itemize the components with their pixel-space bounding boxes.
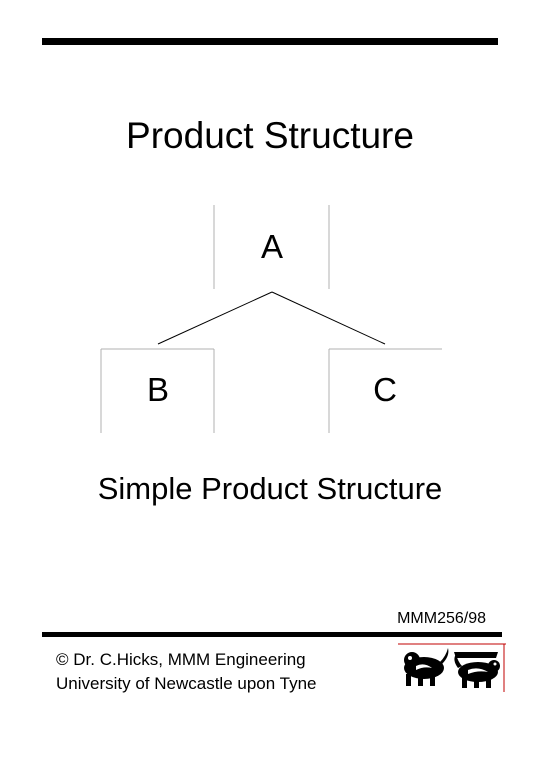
node-c-label: C [373, 371, 397, 408]
diagram-lines [100, 205, 442, 433]
university-name: University of Newcastle upon Tyne [56, 674, 317, 693]
diagram-caption: Simple Product Structure [97, 471, 443, 506]
product-structure-diagram: A B C [100, 205, 442, 433]
university-crest-lion-logo-icon [398, 642, 506, 696]
connector-a-b [157, 291, 273, 345]
top-rule [42, 38, 498, 45]
page-title: Product Structure [126, 115, 414, 156]
copyright-text: © Dr. C.Hicks, MMM Engineering [56, 650, 306, 669]
node-c-box [328, 348, 442, 433]
document-code: MMM256/98 [397, 610, 486, 627]
node-b-box [100, 348, 215, 433]
footer-rule [42, 632, 502, 637]
node-a-label: A [260, 228, 283, 265]
node-a-box [213, 205, 330, 289]
node-b-label: B [146, 371, 169, 408]
connector-a-c [271, 291, 386, 345]
